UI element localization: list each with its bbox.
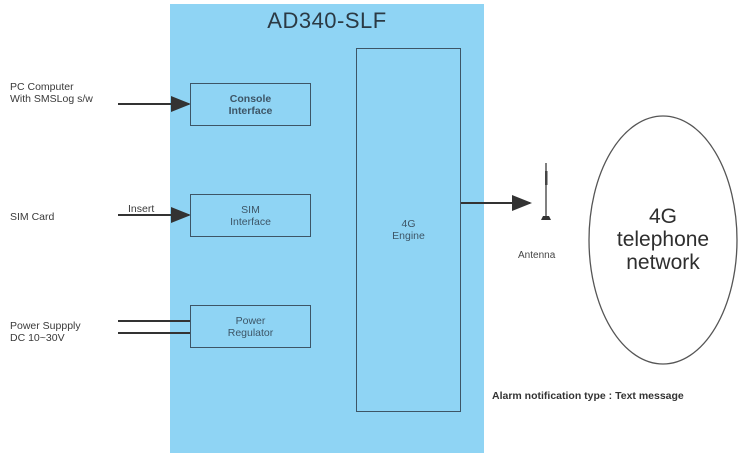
insert-label: Insert	[128, 203, 155, 215]
antenna-label: Antenna	[518, 250, 556, 261]
network-ellipse	[588, 115, 738, 365]
sim-card-label: SIM Card	[10, 211, 55, 223]
device-title: AD340-SLF	[267, 8, 387, 33]
antenna-icon	[541, 163, 551, 220]
alarm-notification-text: Alarm notification type : Text message	[492, 390, 684, 402]
